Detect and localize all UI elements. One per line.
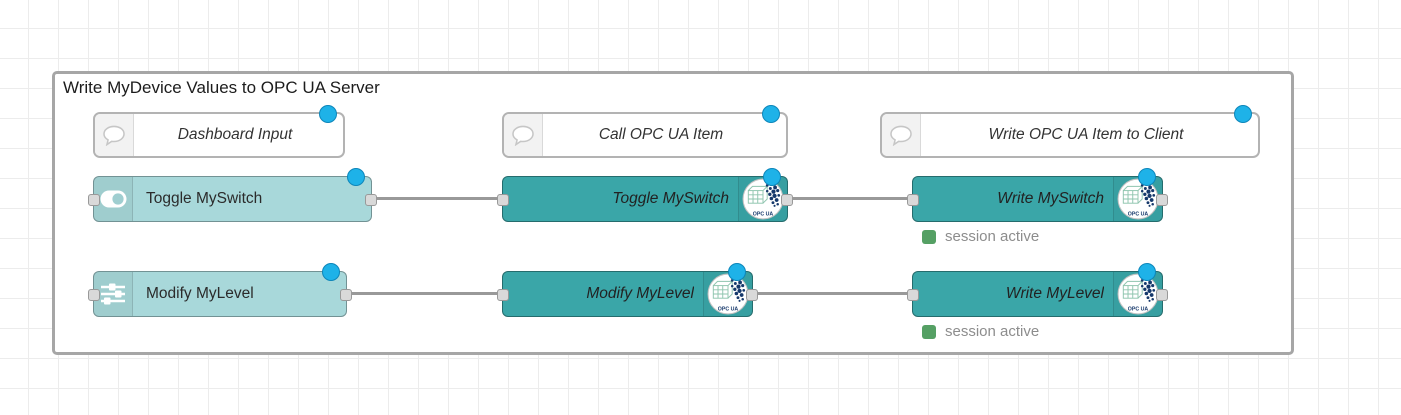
node-opcua-call-toggle-myswitch[interactable]: OPC UA Toggle MySwitch (497, 168, 793, 222)
comment-icon-area (504, 114, 543, 156)
node-label: Modify MyLevel (586, 285, 694, 302)
node-icon-area: OPC UA (703, 272, 752, 316)
comment-icon-area (95, 114, 134, 156)
input-port[interactable] (907, 289, 919, 301)
node-changed-indicator (762, 105, 780, 123)
output-port[interactable] (365, 194, 377, 206)
node-label: Toggle MySwitch (612, 190, 729, 207)
opcua-badge-icon: OPC UA (707, 273, 749, 315)
toggle-switch-icon (100, 190, 126, 208)
opcua-badge-icon: OPC UA (742, 178, 784, 220)
node-status-write-mylevel: session active (922, 323, 1039, 340)
node-label: Modify MyLevel (146, 285, 254, 302)
comment-node-call-opcua-item[interactable]: Call OPC UA Item (502, 105, 788, 158)
node-changed-indicator (322, 263, 340, 281)
node-changed-indicator (347, 168, 365, 186)
node-icon-area: OPC UA (1113, 272, 1162, 316)
wire-call-to-write-level[interactable] (751, 292, 915, 295)
speech-bubble-icon (512, 125, 534, 146)
opcua-badge-icon: OPC UA (1117, 273, 1159, 315)
input-port[interactable] (497, 289, 509, 301)
input-port[interactable] (907, 194, 919, 206)
node-label: Write MySwitch (997, 190, 1104, 207)
input-port[interactable] (88, 194, 100, 206)
node-changed-indicator (728, 263, 746, 281)
svg-text:OPC UA: OPC UA (1128, 211, 1149, 217)
status-text: session active (945, 323, 1040, 340)
node-icon-area (94, 177, 133, 221)
output-port[interactable] (340, 289, 352, 301)
node-changed-indicator (1138, 263, 1156, 281)
wire-call-to-write-switch[interactable] (786, 197, 915, 200)
node-changed-indicator (763, 168, 781, 186)
node-label: Write MyLevel (1005, 285, 1104, 302)
group-title: Write MyDevice Values to OPC UA Server (63, 78, 380, 97)
comment-label: Call OPC UA Item (598, 126, 724, 143)
comment-icon-area (882, 114, 921, 156)
status-green-square (922, 324, 936, 339)
node-dashboard-modify-mylevel[interactable]: Modify MyLevel (88, 263, 352, 317)
node-icon-area: OPC UA (1113, 177, 1162, 221)
speech-bubble-icon (890, 125, 912, 146)
wire-modify-to-call[interactable] (345, 292, 505, 295)
comment-label: Dashboard Input (177, 126, 293, 143)
comment-label: Write OPC UA Item to Client (988, 126, 1184, 143)
node-icon-area: OPC UA (738, 177, 787, 221)
node-changed-indicator (1234, 105, 1252, 123)
node-opcua-write-myswitch[interactable]: OPC UA Write MySwitch (907, 168, 1168, 222)
input-port[interactable] (88, 289, 100, 301)
speech-bubble-icon (103, 125, 125, 146)
comment-node-write-opcua-item[interactable]: Write OPC UA Item to Client (880, 105, 1260, 158)
node-changed-indicator (319, 105, 337, 123)
status-text: session active (945, 228, 1040, 245)
node-opcua-write-mylevel[interactable]: OPC UA Write MyLevel (907, 263, 1168, 317)
wire-toggle-to-call[interactable] (370, 197, 505, 200)
output-port[interactable] (1156, 289, 1168, 301)
node-status-write-myswitch: session active (922, 228, 1039, 245)
status-green-square (922, 229, 936, 244)
output-port[interactable] (781, 194, 793, 206)
svg-text:OPC UA: OPC UA (1128, 306, 1149, 312)
output-port[interactable] (746, 289, 758, 301)
output-port[interactable] (1156, 194, 1168, 206)
node-label: Toggle MySwitch (146, 190, 263, 207)
node-dashboard-toggle-myswitch[interactable]: Toggle MySwitch (88, 168, 377, 222)
node-opcua-call-modify-mylevel[interactable]: OPC UA Modify MyLevel (497, 263, 758, 317)
sliders-icon (101, 283, 125, 305)
svg-text:OPC UA: OPC UA (753, 211, 774, 217)
node-icon-area (94, 272, 133, 316)
node-changed-indicator (1138, 168, 1156, 186)
svg-text:OPC UA: OPC UA (718, 306, 739, 312)
input-port[interactable] (497, 194, 509, 206)
opcua-badge-icon: OPC UA (1117, 178, 1159, 220)
comment-node-dashboard-input[interactable]: Dashboard Input (93, 105, 345, 158)
